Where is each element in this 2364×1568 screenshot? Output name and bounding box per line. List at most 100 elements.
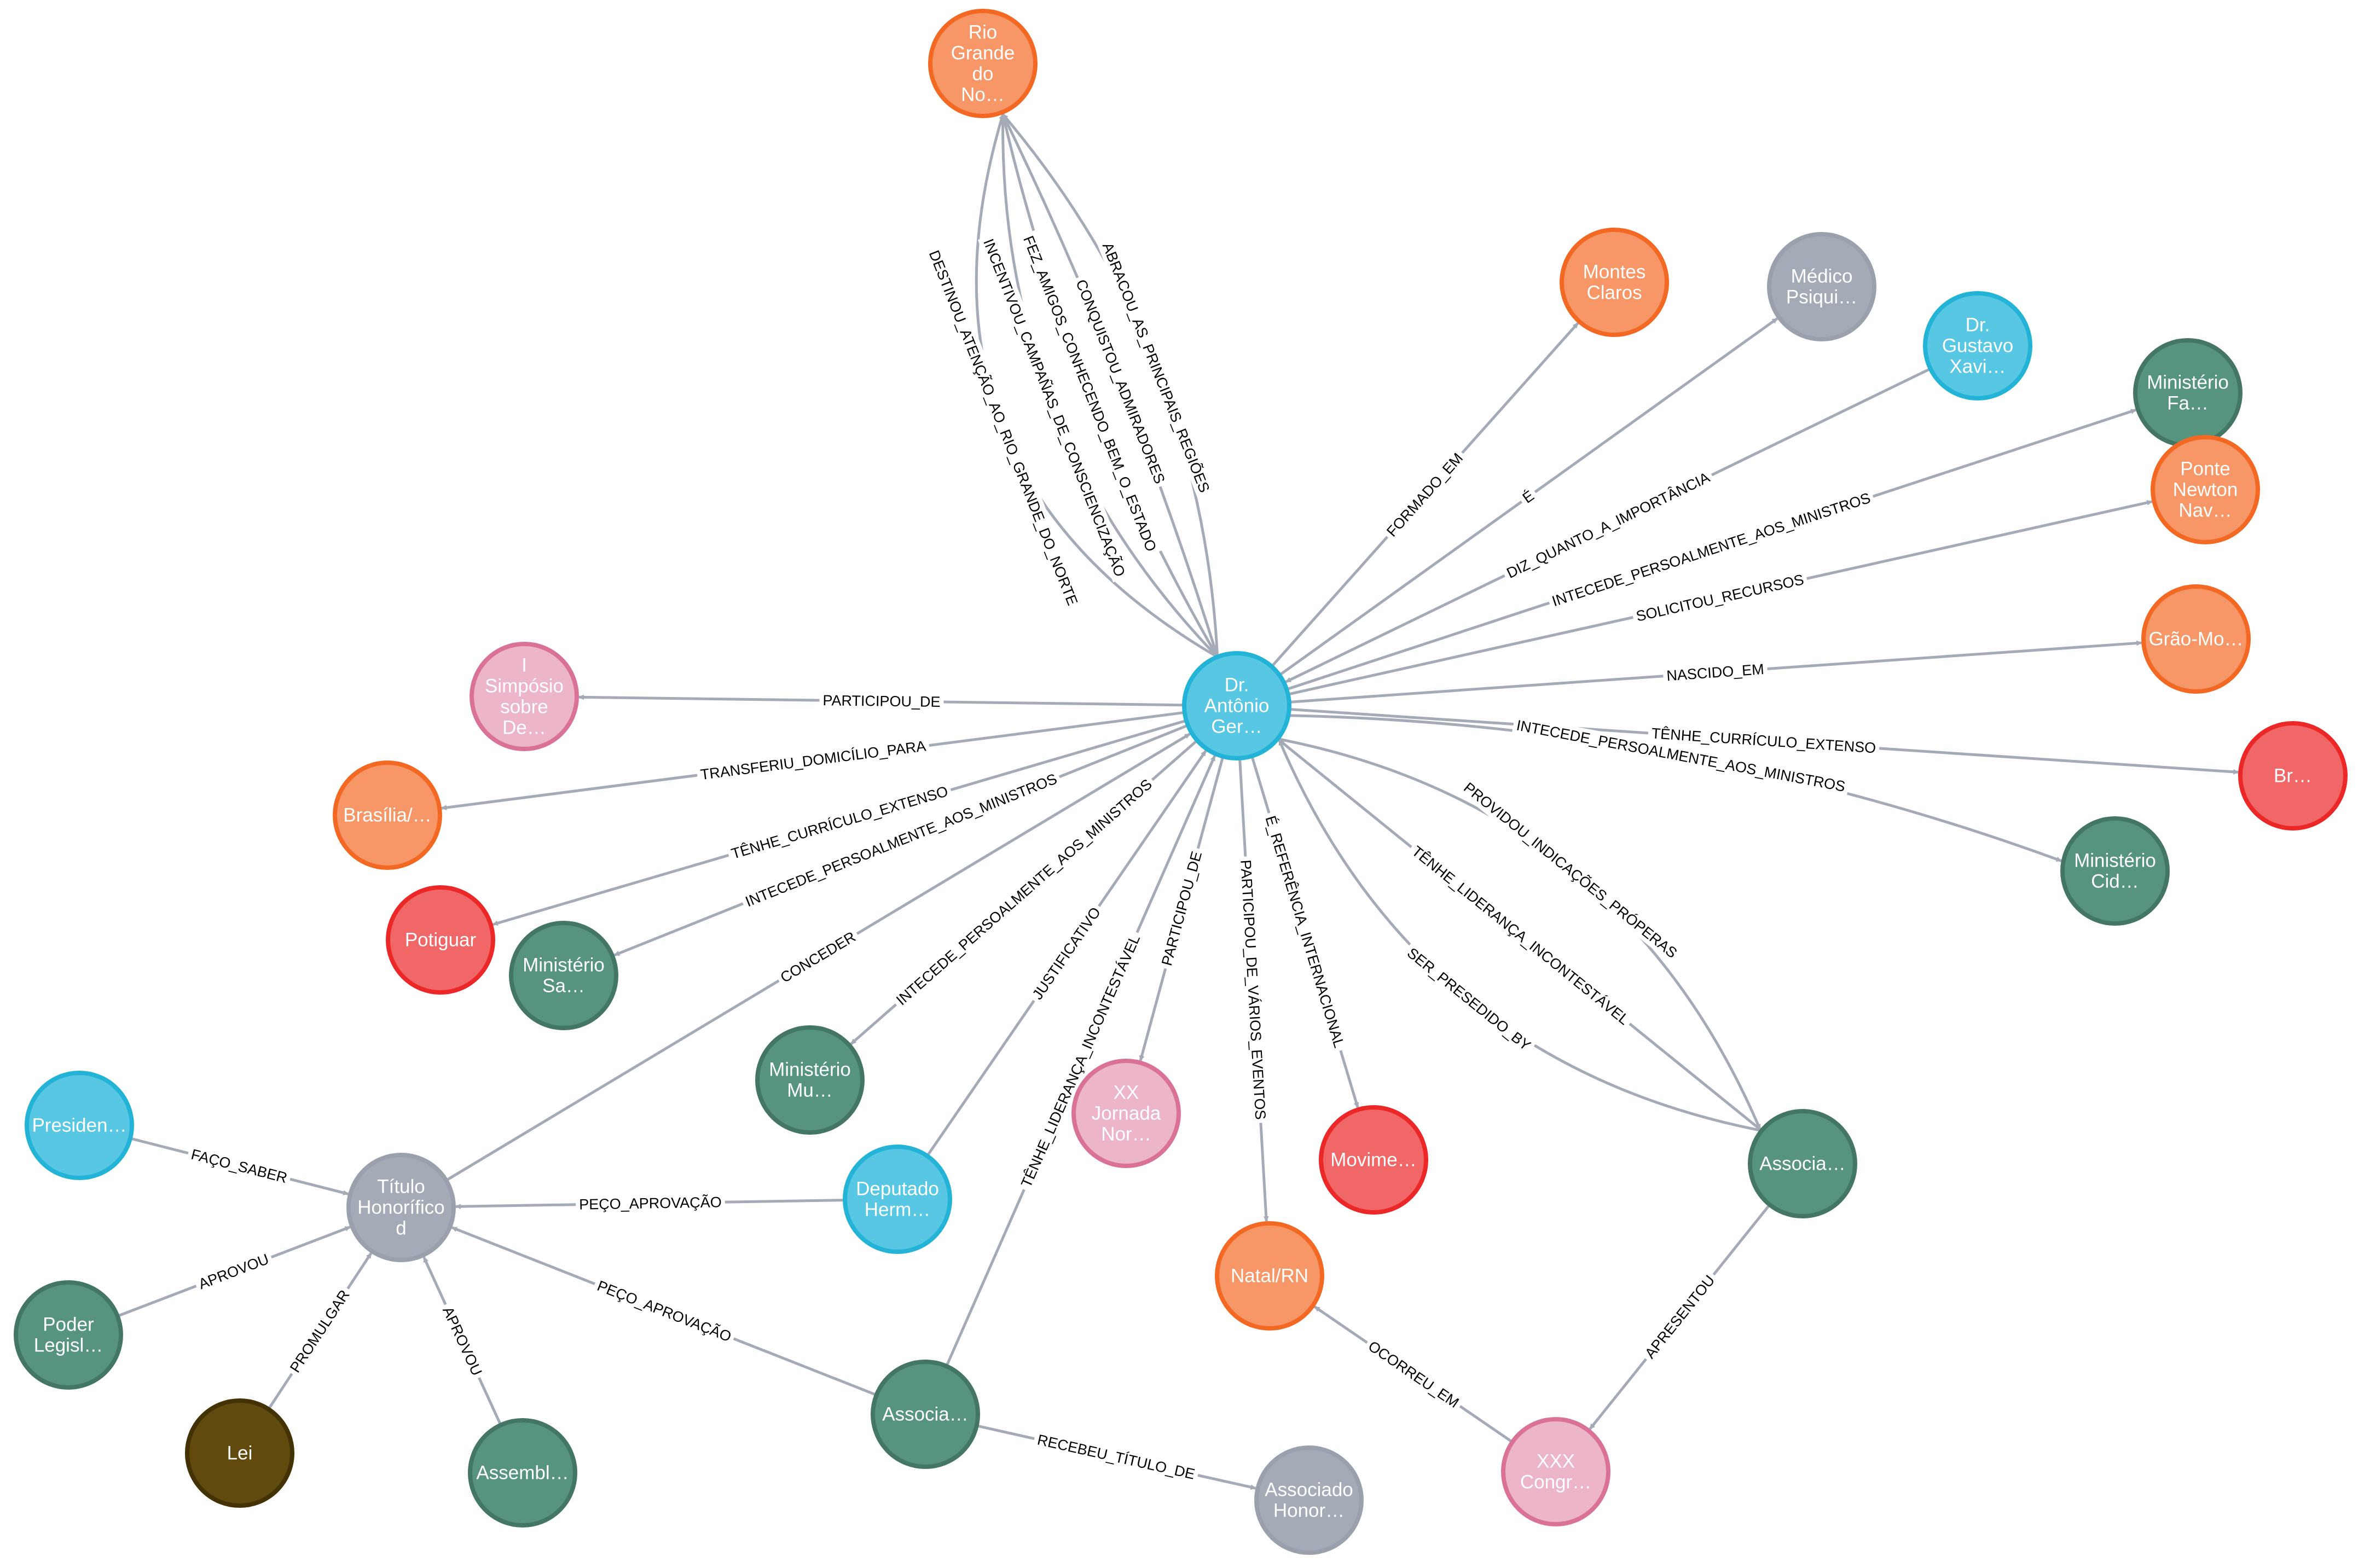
node-associado[interactable]: AssociadoHonor… bbox=[1254, 1445, 1364, 1555]
node-label: Ministério bbox=[769, 1059, 851, 1081]
node-label: Dr. bbox=[1966, 315, 1990, 336]
node-lei[interactable]: Lei bbox=[185, 1398, 294, 1508]
edge-line bbox=[975, 114, 1218, 658]
edge-diz-quanto-a-importancia-7[interactable]: DIZ_QUANTO_A_IMPORTÂNCIA bbox=[1285, 367, 1931, 683]
node-circle bbox=[333, 760, 442, 870]
node-label: Honorífico bbox=[357, 1197, 445, 1218]
node-ponte[interactable]: PonteNewtonNav… bbox=[2151, 435, 2260, 544]
node-mincid[interactable]: MinistérioCid… bbox=[2060, 816, 2170, 926]
edge-label-group: PARTICIPOU_DE bbox=[1156, 846, 1207, 971]
node-circle bbox=[2238, 721, 2348, 831]
edge-recebeu-titulo-de-33[interactable]: RECEBEU_TÍTULO_DE bbox=[976, 1424, 1256, 1490]
node-label: do bbox=[972, 63, 994, 85]
node-brasilia[interactable]: Brasília/… bbox=[333, 760, 442, 870]
edge-line bbox=[1001, 114, 1219, 658]
edge-peco-aprovacao-28[interactable]: PEÇO_APROVAÇÃO bbox=[455, 1192, 845, 1214]
edge-peco-aprovacao-32[interactable]: PEÇO_APROVAÇÃO bbox=[451, 1226, 877, 1397]
node-label: Movime… bbox=[1330, 1149, 1417, 1171]
node-potiguar[interactable]: Potiguar bbox=[386, 885, 495, 995]
edge-label-background bbox=[1405, 839, 1636, 1031]
edge-label-background bbox=[1457, 776, 1684, 965]
node-xxxcongr[interactable]: XXXCongr… bbox=[1501, 1417, 1610, 1526]
edge-label-background bbox=[1511, 715, 1850, 797]
node-br[interactable]: Br… bbox=[2238, 721, 2348, 831]
node-rio[interactable]: RioGrandedoNo… bbox=[928, 9, 1038, 118]
node-label: Título bbox=[377, 1176, 425, 1198]
edge-label-background bbox=[1026, 901, 1107, 1006]
node-xxjornada[interactable]: XXJornadaNor… bbox=[1071, 1059, 1181, 1168]
node-minsa[interactable]: MinistérioSa… bbox=[509, 921, 618, 1030]
edge-label: RECEBEU_TÍTULO_DE bbox=[1036, 1431, 1197, 1483]
node-label: Nav… bbox=[2178, 500, 2232, 521]
node-deputado[interactable]: DeputadoHerm… bbox=[843, 1145, 952, 1254]
edge-promulgar-30[interactable]: PROMULGAR bbox=[267, 1252, 373, 1410]
edge-participou-de-24[interactable]: PARTICIPOU_DE bbox=[1139, 756, 1225, 1061]
edge-abracou-as-principais-regioes-4[interactable]: ABRACOU_AS_PRINCIPAIS_REGIÕES bbox=[1001, 113, 1219, 657]
edge-label-background bbox=[1236, 856, 1270, 1124]
edge-label: TÊNHE_LIDERANÇA_INCONTESTÁVEL bbox=[1409, 843, 1632, 1028]
edge-intecede-persoalmente-aos-ministros-19[interactable]: INTECEDE_PERSOALMENTE_AOS_MINISTROS bbox=[613, 724, 1189, 957]
edge-tenhe-lideranca-incontestavel-14[interactable]: TÊNHE_LIDERANÇA_INCONTESTÁVEL bbox=[1278, 739, 1763, 1132]
node-poder[interactable]: PoderLegisl… bbox=[14, 1280, 123, 1390]
edge-fez-amigos-conhecendo-bem-o-estado-2[interactable]: FEZ_AMIGOS_CONHECENDO_BEM_O_ESTADO bbox=[1001, 114, 1219, 658]
edge-intecede-persoalmente-aos-ministros-8[interactable]: INTECEDE_PERSOALMENTE_AOS_MINISTROS bbox=[1286, 408, 2136, 691]
node-natal[interactable]: Natal/RN bbox=[1215, 1221, 1324, 1331]
edge-e-6[interactable]: É bbox=[1278, 317, 1778, 677]
edge-label-group: PARTICIPOU_DE bbox=[819, 691, 944, 712]
node-circle bbox=[928, 9, 1038, 118]
node-antonio[interactable]: Dr.AntônioGer… bbox=[1182, 651, 1291, 760]
edge-label-group: FAÇO_SABER bbox=[186, 1144, 293, 1188]
edge-ocorreu-em-35[interactable]: OCORREU_EM bbox=[1314, 1305, 1514, 1443]
node-circle bbox=[1254, 1445, 1364, 1555]
edge-apresentou-34[interactable]: APRESENTOU bbox=[1589, 1204, 1771, 1430]
node-circle bbox=[2141, 584, 2251, 694]
node-grao[interactable]: Grão-Mo… bbox=[2141, 584, 2251, 694]
edge-label: FORMADO_EM bbox=[1383, 450, 1466, 539]
edge-nascido-em-10[interactable]: NASCIDO_EM bbox=[1289, 640, 2142, 704]
node-circle bbox=[843, 1145, 952, 1254]
edge-conquistou-admiradores-3[interactable]: CONQUISTOU_ADMIRADORES bbox=[1001, 113, 1219, 658]
node-presiden[interactable]: Presiden… bbox=[25, 1071, 134, 1180]
node-gustavo[interactable]: Dr.GustavoXavi… bbox=[1923, 291, 2032, 400]
node-movime[interactable]: Movime… bbox=[1319, 1105, 1428, 1215]
edge-label-background bbox=[1380, 446, 1469, 543]
edge-label-background bbox=[1015, 928, 1146, 1194]
edge-label-background bbox=[1361, 1335, 1465, 1414]
edge-label: OCORREU_EM bbox=[1365, 1338, 1462, 1411]
node-circle bbox=[1923, 291, 2032, 400]
edge-label-background bbox=[890, 773, 1158, 1012]
node-assembl[interactable]: Assembl… bbox=[468, 1418, 577, 1528]
edge-label-background bbox=[1260, 810, 1350, 1053]
edge-label-background bbox=[186, 1144, 293, 1188]
node-circle bbox=[2060, 816, 2170, 926]
node-minmu[interactable]: MinistérioMu… bbox=[755, 1025, 865, 1135]
node-assoc1[interactable]: Associa… bbox=[1748, 1109, 1857, 1218]
node-label: Newton bbox=[2173, 479, 2238, 501]
node-simposio[interactable]: ISimpósiosobreDe… bbox=[470, 642, 579, 751]
node-label: sobre bbox=[500, 696, 548, 718]
edge-aprovou-29[interactable]: APROVOU bbox=[117, 1226, 351, 1317]
node-label: Fa… bbox=[2167, 393, 2209, 414]
edge-label: APRESENTOU bbox=[1642, 1272, 1718, 1362]
edge-label: PARTICIPOU_DE bbox=[822, 692, 940, 710]
node-assoc2[interactable]: Associa… bbox=[871, 1360, 980, 1469]
edge-aprovou-31[interactable]: APROVOU bbox=[422, 1256, 502, 1426]
edge-label-group: APROVOU bbox=[193, 1248, 275, 1295]
edge-e-referencia-internacional-26[interactable]: É_REFERÊNCIA_INTERNACIONAL bbox=[1250, 756, 1359, 1108]
edge-faco-saber-27[interactable]: FAÇO_SABER bbox=[130, 1137, 349, 1195]
node-label: Mu… bbox=[787, 1080, 833, 1101]
node-minfa[interactable]: MinistérioFa… bbox=[2133, 338, 2243, 448]
edge-incentivou-campanas-de-consciencizacao-1[interactable]: INCENTIVOU_CAMPAÑAS_DE_CONSCIENCIZAÇÃO bbox=[977, 114, 1219, 658]
edge-label-background bbox=[1662, 659, 1768, 686]
edge-label-group: É_REFERÊNCIA_INTERNACIONAL bbox=[1260, 810, 1350, 1053]
edge-label-background bbox=[284, 1284, 356, 1379]
node-medico[interactable]: MédicoPsiqui… bbox=[1767, 232, 1876, 341]
node-label: Xavi… bbox=[1949, 356, 2006, 378]
edge-participou-de-16[interactable]: PARTICIPOU_DE bbox=[578, 691, 1185, 712]
edge-label-background bbox=[1070, 274, 1171, 490]
edge-label: TÊNHE_CURRÍCULO_EXTENSO bbox=[729, 782, 950, 862]
node-label: Antônio bbox=[1204, 695, 1270, 717]
